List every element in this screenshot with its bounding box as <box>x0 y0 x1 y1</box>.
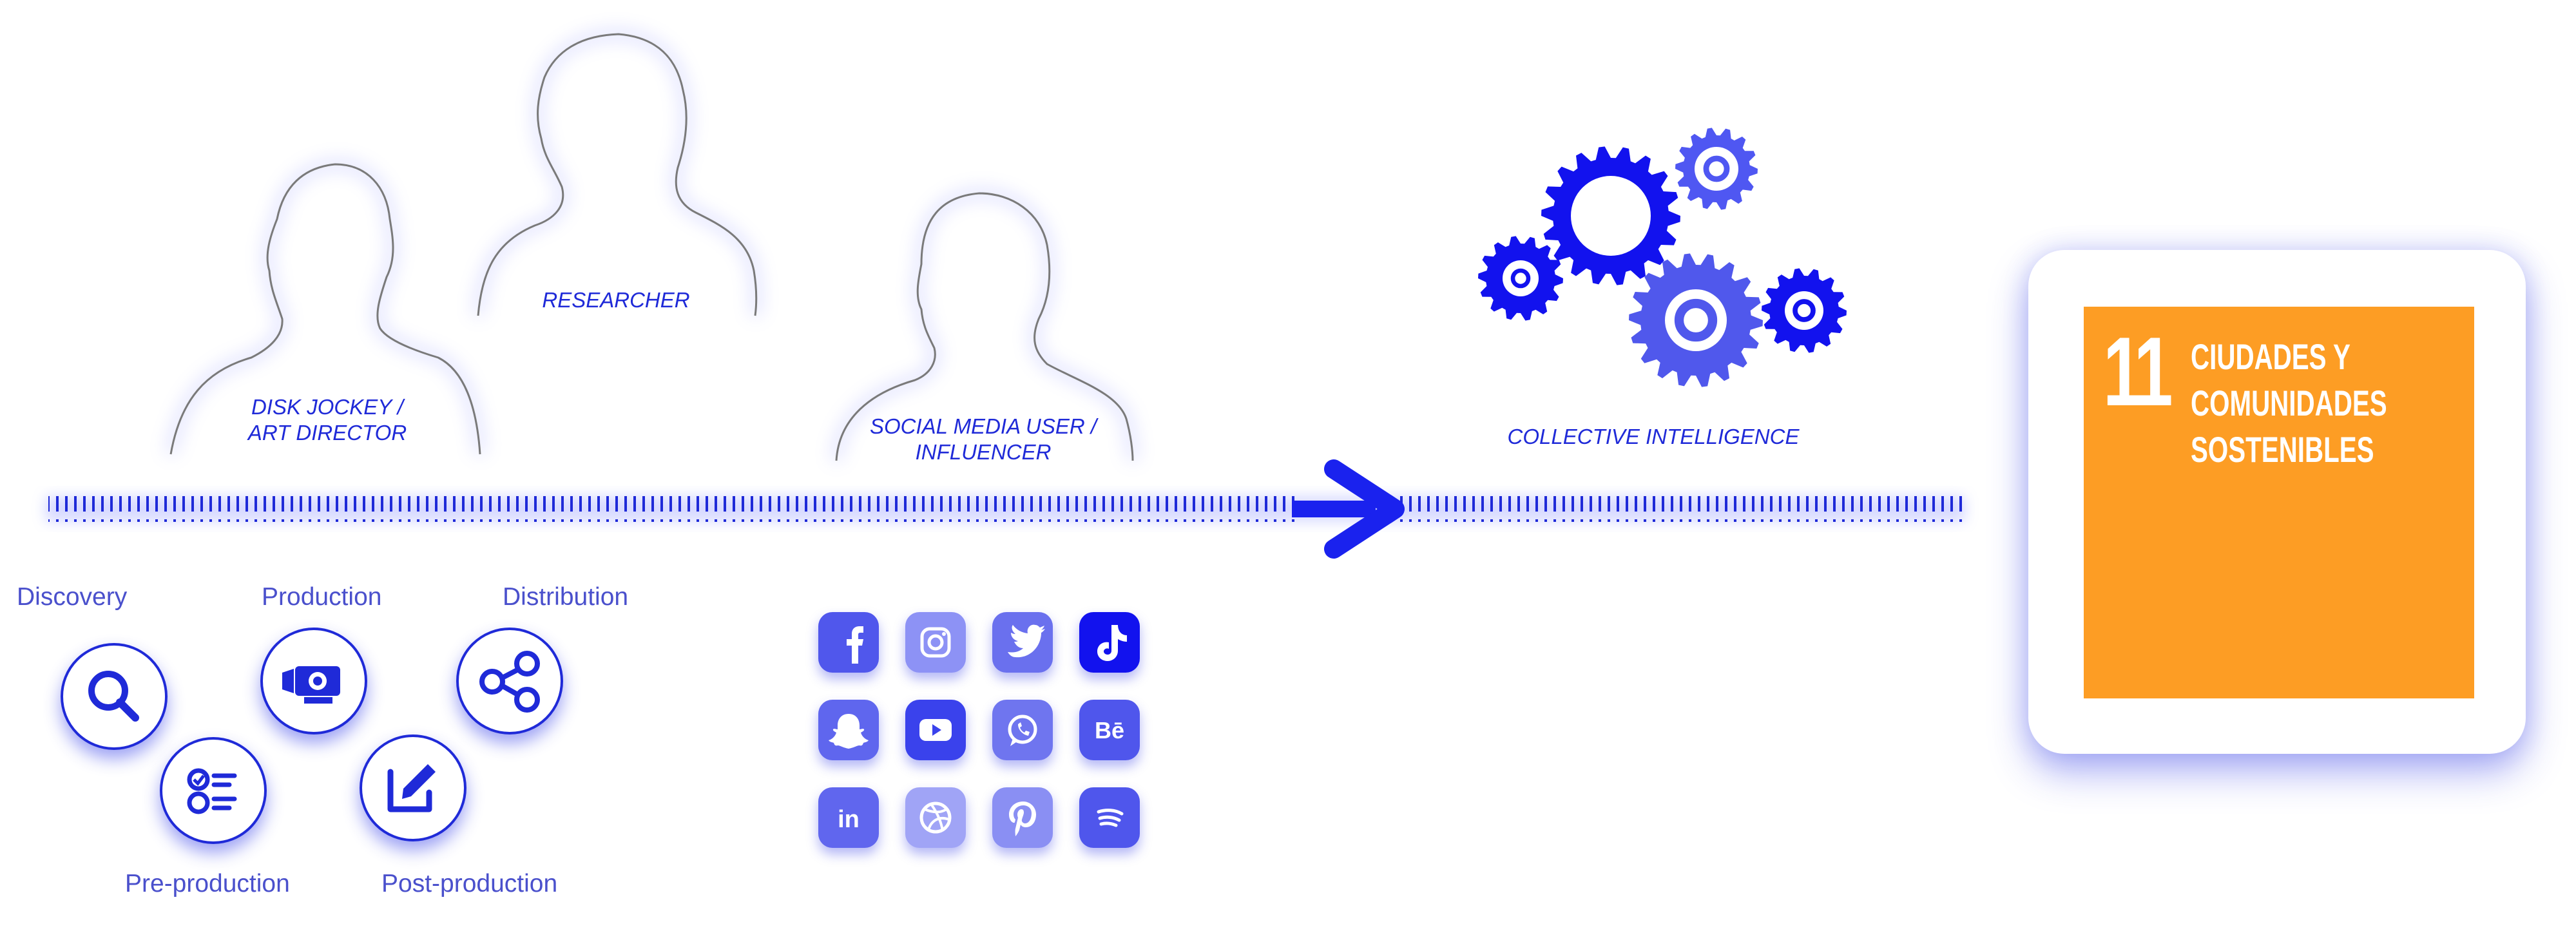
behance-icon: Bē <box>1095 717 1124 744</box>
gear-icon <box>1541 146 1680 285</box>
gear-ring <box>1510 268 1531 289</box>
stage-discovery-button[interactable] <box>61 643 168 750</box>
youtube-tile[interactable] <box>905 700 966 760</box>
gears-icon <box>1478 128 1847 387</box>
timeline <box>45 496 1965 522</box>
role-label-influencer: SOCIAL MEDIA USER / INFLUENCER <box>869 414 1097 464</box>
instagram-tile[interactable] <box>905 612 966 673</box>
linkedin-tile[interactable]: in <box>818 787 879 848</box>
stage-preproduction-button[interactable] <box>160 737 267 844</box>
youtube-icon <box>919 719 952 741</box>
tiktok-icon <box>1097 625 1127 661</box>
facebook-tile[interactable] <box>818 612 879 673</box>
instagram-icon <box>920 627 951 658</box>
facebook-icon <box>847 626 863 664</box>
whatsapp-icon <box>1008 715 1037 746</box>
stage-label-discovery: Discovery <box>17 583 128 611</box>
edit-icon <box>387 764 436 812</box>
arrow-right-icon <box>1292 459 1405 559</box>
spotify-tile[interactable] <box>1079 787 1140 848</box>
gear-icon <box>1675 128 1758 210</box>
role-label-dj: DISK JOCKEY / ART DIRECTOR <box>247 395 407 445</box>
sdg-goal-box <box>2084 307 2474 698</box>
sdg-title-line: SOSTENIBLES <box>2191 429 2374 470</box>
stage-production-button[interactable] <box>260 628 367 734</box>
whatsapp-tile[interactable] <box>992 700 1053 760</box>
stage-label-postproduction: Post-production <box>381 870 558 897</box>
tiktok-tile[interactable] <box>1079 612 1140 673</box>
silhouette-dj <box>169 163 481 455</box>
sdg-number: 11 <box>2103 317 2173 427</box>
gear-ring <box>1674 298 1718 342</box>
silhouette-influencer <box>835 192 1134 461</box>
stage-postproduction-button[interactable] <box>360 734 466 841</box>
gear-icon <box>1762 268 1847 353</box>
gear-icon <box>1629 253 1763 387</box>
pinterest-icon <box>1009 801 1036 836</box>
search-icon <box>88 671 139 722</box>
sdg-title-line: CIUDADES Y <box>2191 336 2350 377</box>
stage-distribution-button[interactable] <box>456 628 563 734</box>
snapchat-icon <box>829 714 869 749</box>
stage-label-production: Production <box>262 583 382 611</box>
svg-text:Bē: Bē <box>1095 717 1124 744</box>
sdg-title-line: COMUNIDADES <box>2191 383 2387 423</box>
role-label-collective-intelligence: COLLECTIVE INTELLIGENCE <box>1507 425 1800 448</box>
checklist-icon <box>187 768 237 814</box>
camera-icon <box>282 666 340 704</box>
spotify-icon <box>1094 802 1125 833</box>
gear-ring <box>1703 155 1730 182</box>
gear-icon <box>1478 236 1563 321</box>
stage-label-preproduction: Pre-production <box>125 870 290 897</box>
svg-text:in: in <box>838 806 860 833</box>
twitter-icon <box>1008 624 1045 658</box>
linkedin-icon: in <box>838 806 860 833</box>
pinterest-tile[interactable] <box>992 787 1053 848</box>
dribbble-icon <box>919 801 952 834</box>
share-icon <box>479 651 540 713</box>
role-label-researcher: RESEARCHER <box>542 288 690 312</box>
gear-ring <box>1793 299 1816 322</box>
twitter-tile[interactable] <box>992 612 1053 673</box>
dribbble-tile[interactable] <box>905 787 966 848</box>
stage-label-distribution: Distribution <box>503 583 629 611</box>
silhouette-researcher <box>477 33 758 316</box>
behance-tile[interactable]: Bē <box>1079 700 1140 760</box>
snapchat-tile[interactable] <box>818 700 879 760</box>
